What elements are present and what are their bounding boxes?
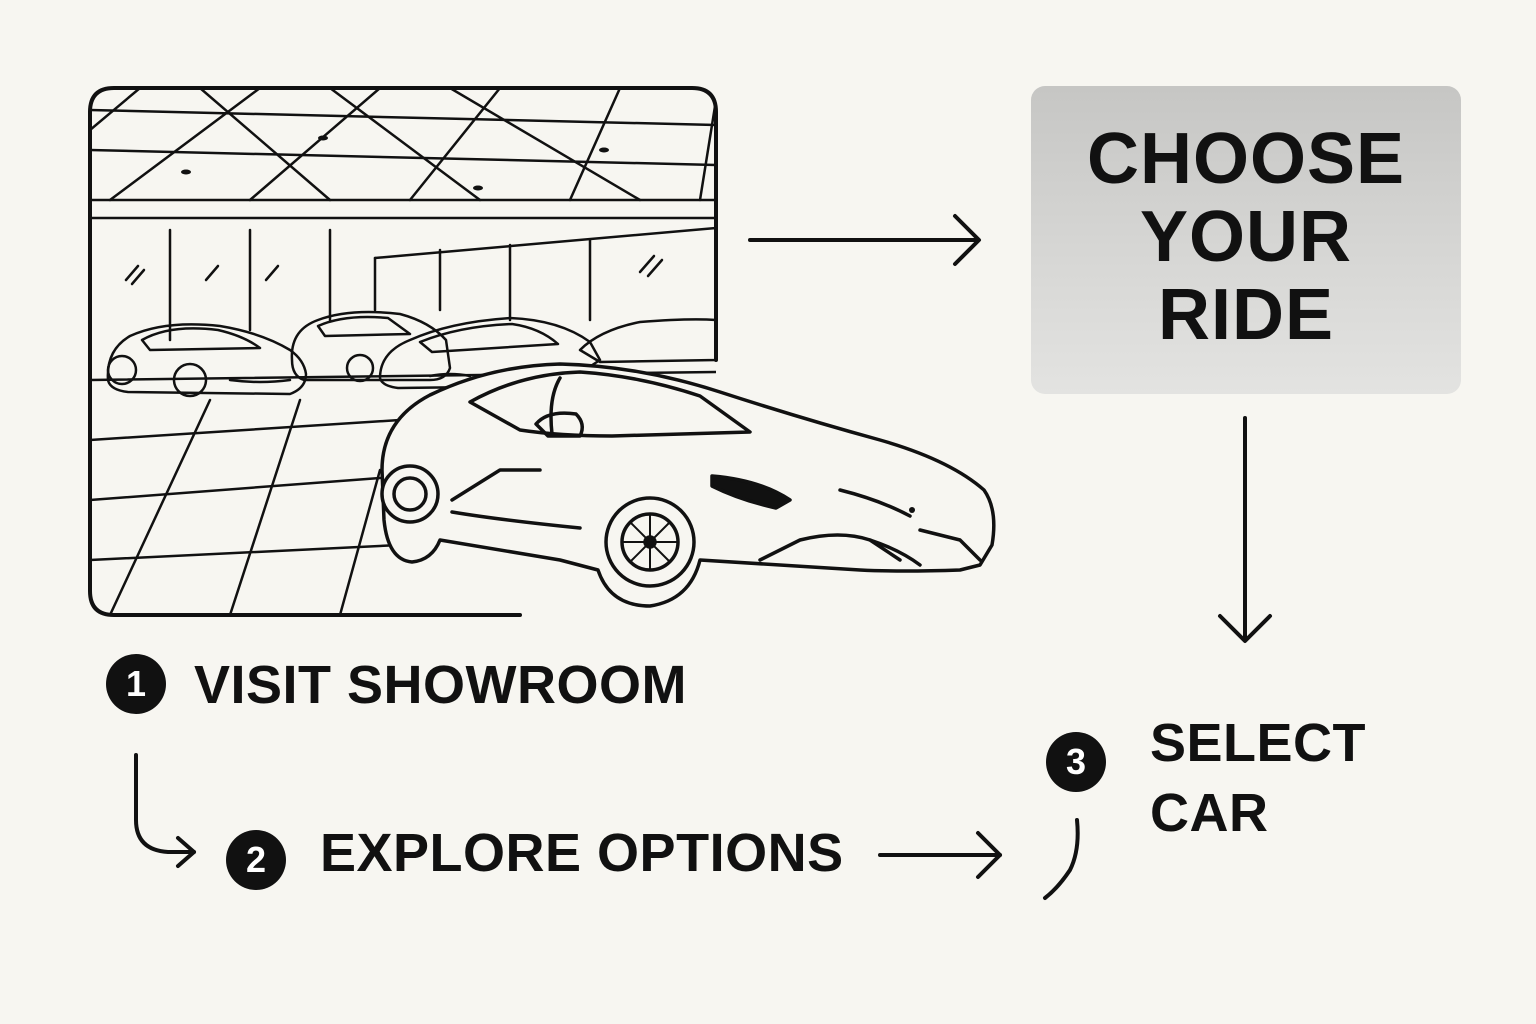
- background-car-4: [578, 318, 716, 364]
- arrow-step2-to-step3: [878, 831, 1002, 879]
- choose-your-ride-box: CHOOSE YOUR RIDE: [1031, 86, 1461, 394]
- showroom-frame: [88, 86, 718, 617]
- step-1-badge: 1: [106, 654, 166, 714]
- step-2-badge: 2: [226, 830, 286, 890]
- ceiling-lights: [181, 135, 609, 191]
- background-car-2: [290, 310, 452, 383]
- arrow-step1-to-step2: [134, 753, 196, 868]
- arrow-title-to-select: [1218, 416, 1272, 643]
- title-line-2: YOUR: [1139, 197, 1352, 277]
- curved-connector: [1043, 818, 1080, 900]
- step-2-label: EXPLORE OPTIONS: [320, 823, 844, 883]
- step-3-label-line-2: CAR: [1150, 783, 1269, 843]
- showroom-walls: [90, 216, 716, 422]
- title-line-3: RIDE: [1157, 275, 1334, 355]
- background-car-1: [106, 323, 308, 398]
- step-1-label: VISIT SHOWROOM: [194, 655, 687, 715]
- step-3-badge: 3: [1046, 732, 1106, 792]
- showroom-ceiling: [90, 88, 716, 202]
- title-line-1: CHOOSE: [1086, 119, 1406, 199]
- background-car-3: [378, 316, 602, 390]
- foreground-sports-car: [380, 362, 996, 608]
- step-3-label: SELECT CAR: [1150, 708, 1366, 848]
- step-3-label-line-1: SELECT: [1150, 713, 1367, 773]
- diagram-title: CHOOSE YOUR RIDE: [1087, 120, 1405, 354]
- arrow-showroom-to-title: [748, 214, 981, 266]
- showroom-illustration: [88, 86, 996, 617]
